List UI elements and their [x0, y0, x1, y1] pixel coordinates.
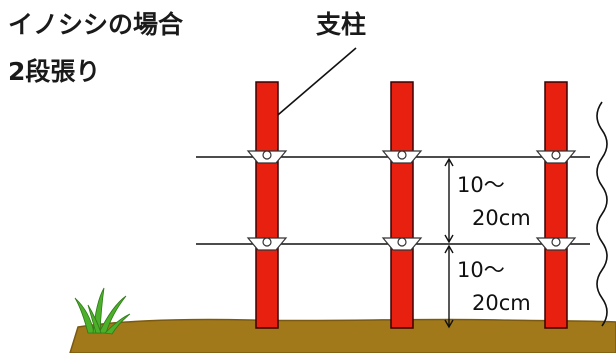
- break-line: [596, 101, 608, 327]
- fence-post-3: [544, 81, 568, 329]
- lower-spacing-value: 20cm: [472, 291, 531, 315]
- insulators: [246, 150, 577, 251]
- upper-spacing-value: 20cm: [472, 206, 531, 230]
- fence-post-1: [255, 81, 279, 329]
- diagram-subtitle: 2段張り: [8, 57, 100, 86]
- dimension-arrows: [444, 157, 454, 329]
- grass-tuft: [74, 287, 131, 335]
- upper-spacing-range: 10～: [457, 173, 505, 197]
- ground: [69, 318, 616, 353]
- fence-post-2: [390, 81, 414, 329]
- post-leader-line: [271, 47, 357, 121]
- diagram-title: イノシシの場合: [8, 10, 184, 39]
- lower-spacing-range: 10～: [457, 258, 505, 282]
- post-label: 支柱: [316, 10, 366, 39]
